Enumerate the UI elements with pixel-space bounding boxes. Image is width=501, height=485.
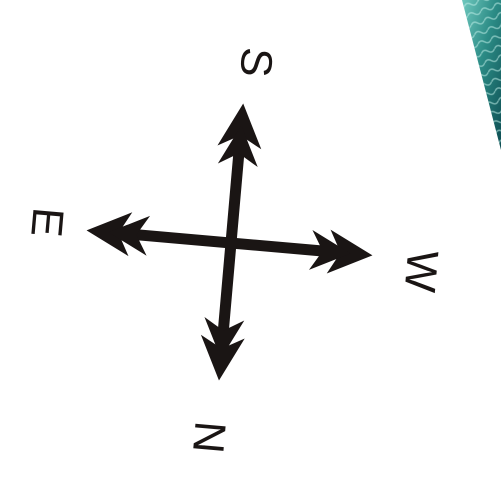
water-photo-corner [462, 0, 501, 150]
label-west: W [395, 248, 447, 294]
compass-rose [75, 91, 385, 393]
label-east: E [21, 205, 72, 239]
label-south: S [230, 45, 281, 79]
label-north: N [183, 419, 235, 455]
